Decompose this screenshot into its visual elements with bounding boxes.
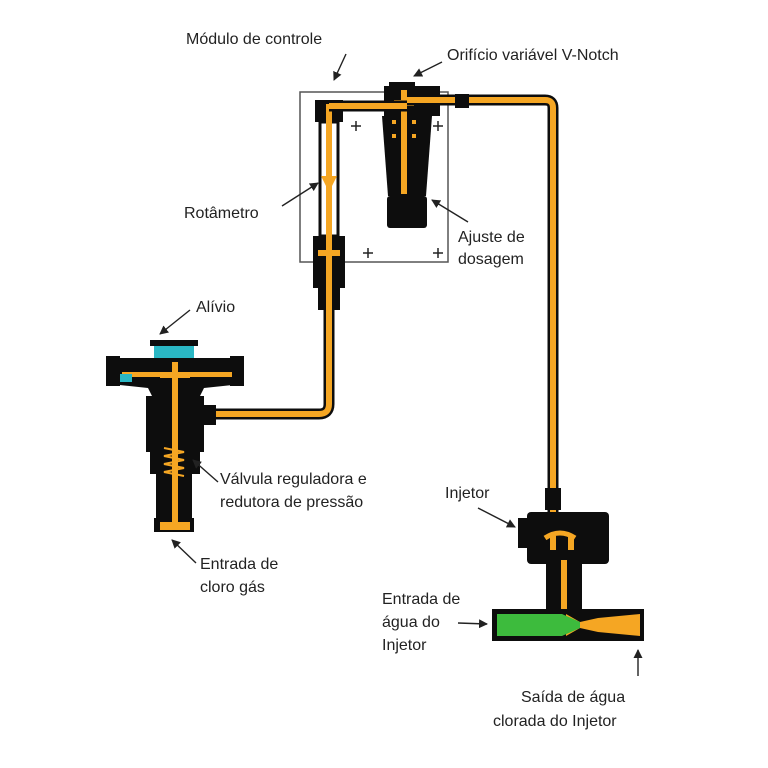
label-water-in-line2: água do <box>382 614 440 631</box>
header-fitting <box>455 94 469 108</box>
leader-relief <box>159 309 191 335</box>
label-rotameter: Rotâmetro <box>184 205 259 222</box>
leader-water-in <box>457 619 488 629</box>
leader-dosage <box>431 199 469 223</box>
label-water-out-line1: Saída de água <box>521 689 625 706</box>
label-water-in-line1: Entrada de <box>382 591 460 608</box>
water-inlet-section <box>497 614 562 636</box>
panel-screw-icon <box>433 121 443 131</box>
line-fitting <box>545 488 561 510</box>
label-chlorine-line1: Entrada de <box>200 556 278 573</box>
chlorinated-outlet-section <box>566 614 640 636</box>
leader-regulator <box>192 459 219 483</box>
gas-piping <box>196 94 559 520</box>
label-control-module: Módulo de controle <box>186 31 322 48</box>
leader-chlorine <box>171 539 197 564</box>
label-dosage-line1: Ajuste de <box>458 229 525 246</box>
label-water-out-line2: clorada do Injetor <box>493 713 617 730</box>
regulator-valve <box>106 340 244 532</box>
panel-screw-icon <box>351 121 361 131</box>
leader-control-module <box>333 53 347 81</box>
label-injector: Injetor <box>445 485 490 502</box>
panel-screw-icon <box>433 248 443 258</box>
label-regulator-line1: Válvula reguladora e <box>220 471 367 488</box>
panel-screw-icon <box>363 248 373 258</box>
label-relief: Alívio <box>196 299 235 316</box>
label-water-in-line3: Injetor <box>382 637 427 654</box>
leader-injector <box>477 507 516 528</box>
leader-rotameter <box>281 182 319 207</box>
label-chlorine-line2: cloro gás <box>200 579 265 596</box>
label-v-notch: Orifício variável V-Notch <box>447 47 619 64</box>
label-regulator-line2: redutora de pressão <box>220 494 363 511</box>
label-dosage-line2: dosagem <box>458 251 524 268</box>
injector <box>492 512 644 641</box>
leader-v-notch <box>413 61 443 77</box>
